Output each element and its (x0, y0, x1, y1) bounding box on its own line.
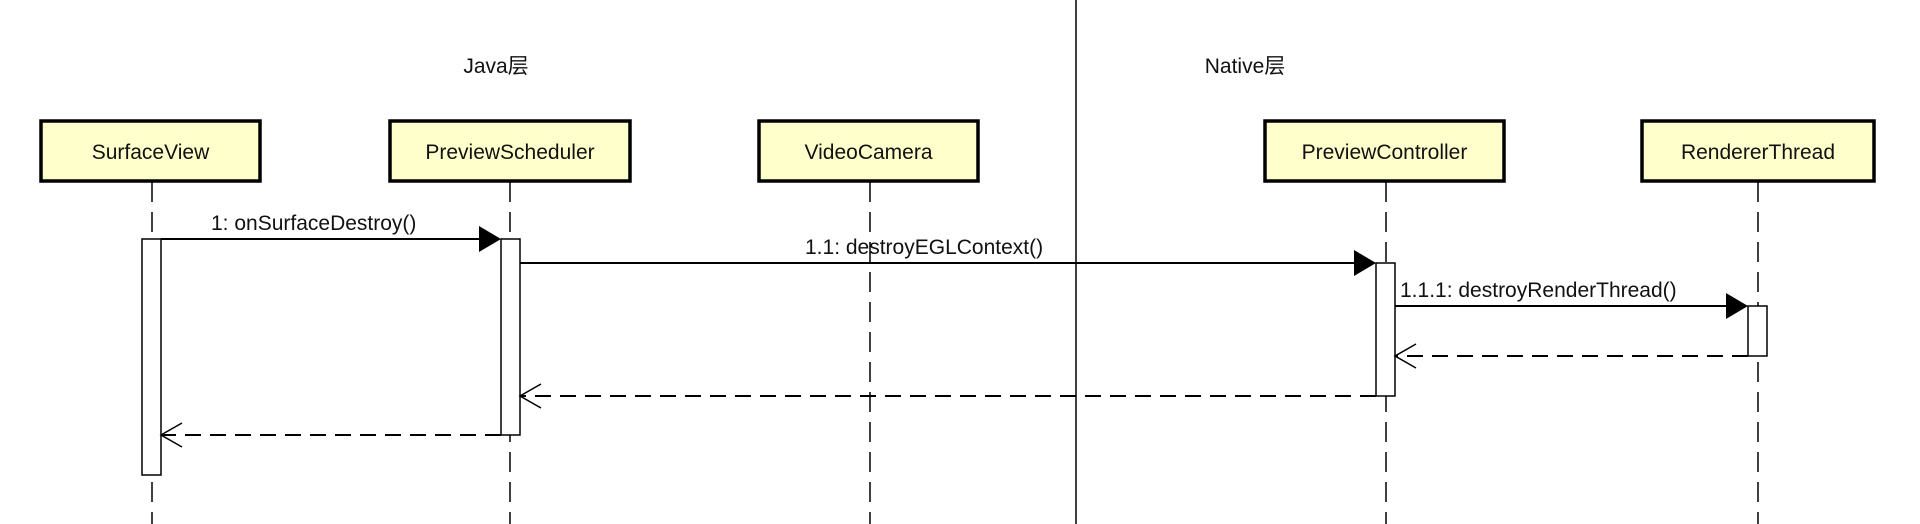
message-label: 1: onSurfaceDestroy() (211, 212, 416, 235)
arrowhead-filled-icon (479, 226, 501, 252)
return-message-rendererthread-to-previewcontroller[interactable] (1393, 343, 1748, 369)
participant-label: PreviewController (1302, 141, 1468, 164)
activation-surfaceview (141, 238, 162, 476)
arrowhead-open-icon (159, 422, 183, 448)
arrowhead-filled-icon (1354, 250, 1376, 276)
arrowhead-open-icon (518, 383, 542, 409)
message-previewcontroller-to-rendererthread[interactable]: 1.1.1: destroyRenderThread() (1395, 279, 1748, 319)
arrowhead-open-icon (1393, 343, 1417, 369)
participant-previewcontroller[interactable] (1263, 119, 1506, 183)
layer-label-java: Java层 (463, 55, 528, 78)
message-surfaceview-to-previewscheduler[interactable]: 1: onSurfaceDestroy() (161, 212, 501, 252)
participant-label: RendererThread (1681, 141, 1835, 164)
return-message-previewscheduler-to-surfaceview[interactable] (159, 422, 501, 448)
participant-surfaceview[interactable] (39, 119, 262, 183)
participant-videocamera[interactable] (757, 119, 980, 183)
participant-rendererthread[interactable] (1640, 119, 1876, 183)
message-label: 1.1: destroyEGLContext() (805, 236, 1043, 259)
activation-previewscheduler (500, 238, 521, 436)
participant-label: SurfaceView (92, 141, 210, 164)
activation-previewcontroller (1375, 262, 1396, 397)
message-label: 1.1.1: destroyRenderThread() (1400, 279, 1677, 302)
message-previewscheduler-to-previewcontroller[interactable]: 1.1: destroyEGLContext() (520, 236, 1376, 276)
layer-label-native: Native层 (1205, 55, 1286, 78)
participant-label: PreviewScheduler (425, 141, 594, 164)
participant-previewscheduler[interactable] (388, 119, 632, 183)
activation-rendererthread (1747, 305, 1768, 357)
arrowhead-filled-icon (1726, 293, 1748, 319)
return-message-previewcontroller-to-previewscheduler[interactable] (518, 383, 1376, 409)
participant-label: VideoCamera (804, 141, 932, 164)
